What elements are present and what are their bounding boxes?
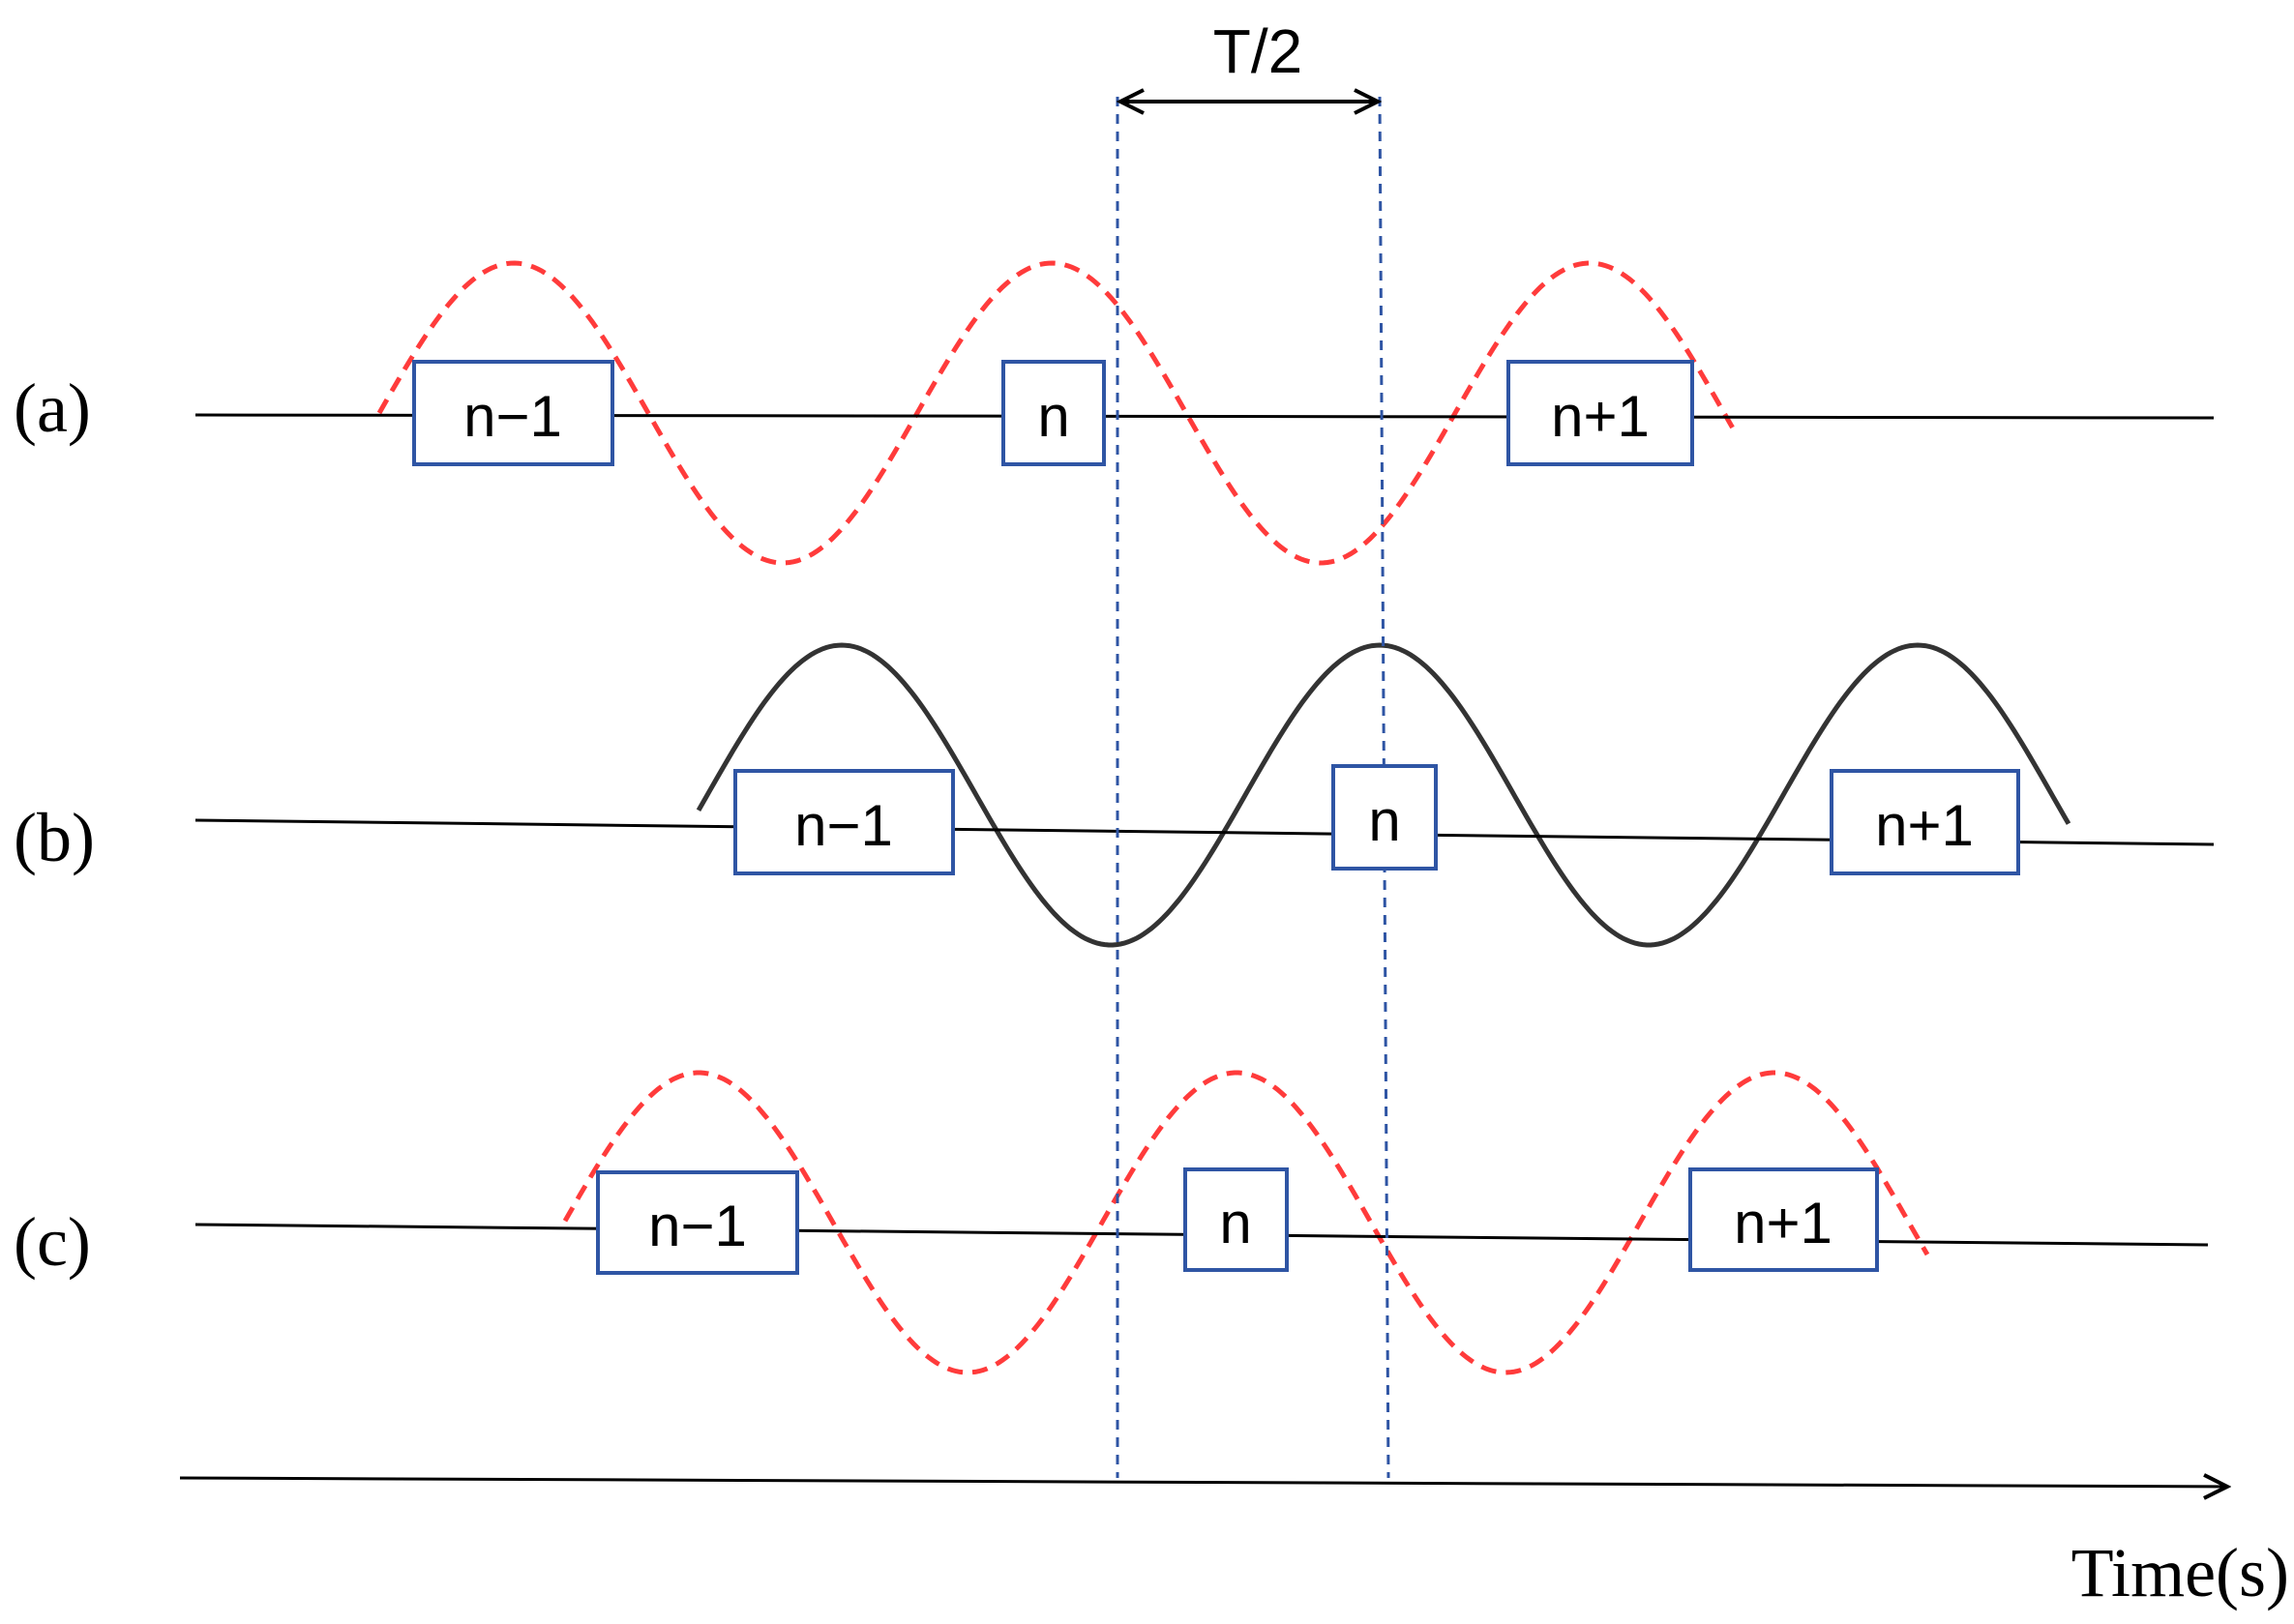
box-b-prev [733,769,955,875]
box-b-prev-label: n−1 [794,793,893,858]
box-c-prev-label: n−1 [648,1194,747,1258]
box-b-current [1331,764,1438,871]
box-a-current [1001,360,1106,466]
interval-label: T/2 [1213,16,1302,86]
box-a-prev [412,360,614,466]
box-a-next [1506,360,1694,466]
row-label-c: (c) [14,1203,91,1281]
box-b-next [1830,769,2020,875]
wave-a [376,260,1737,566]
box-c-next [1688,1167,1879,1272]
box-c-current [1183,1167,1289,1272]
guide-line-right [1378,96,1390,1479]
box-a-prev-label: n−1 [463,384,562,449]
box-a-current-label: n [1037,384,1069,449]
box-b-current-label: n [1368,788,1400,853]
box-c-current-label: n [1219,1191,1251,1255]
wave-c [562,1070,1930,1375]
box-a-next-label: n+1 [1551,384,1650,449]
box-c-prev [596,1170,799,1275]
row-label-a: (a) [14,369,91,447]
time-axis-label: Time(s) [2071,1534,2289,1611]
box-b-next-label: n+1 [1875,793,1974,858]
row-label-b: (b) [14,799,95,876]
box-c-next-label: n+1 [1734,1191,1832,1255]
time-axis [179,1478,2227,1487]
